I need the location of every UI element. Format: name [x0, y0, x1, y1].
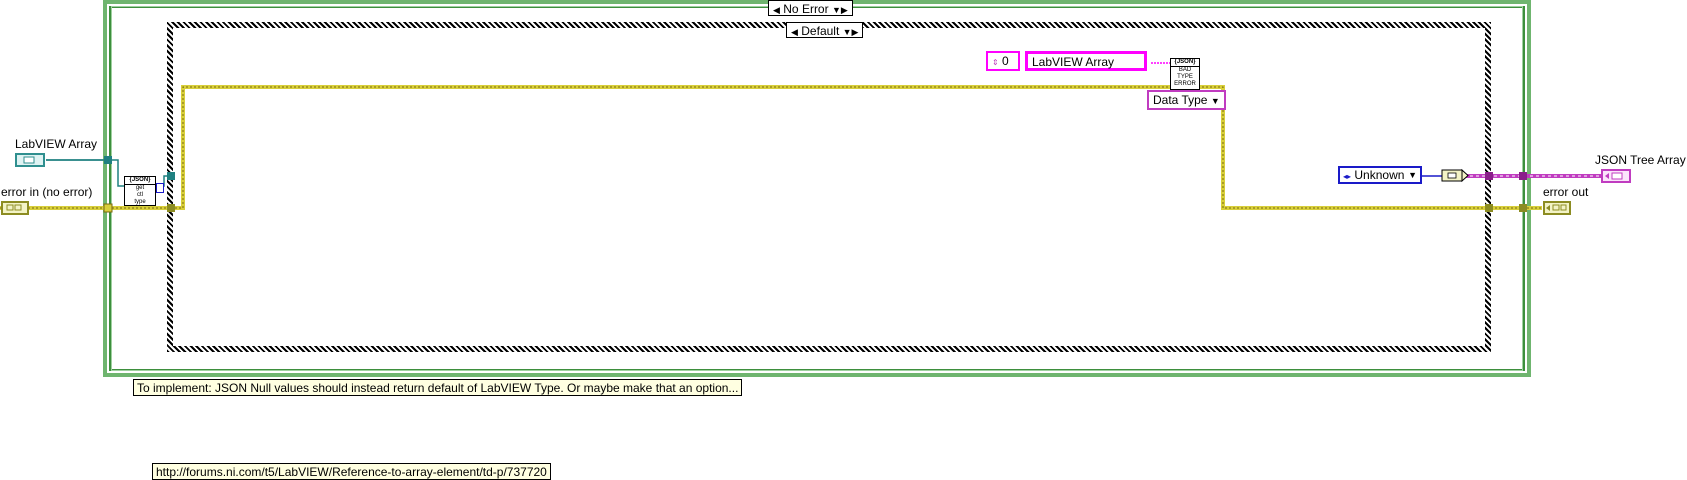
json-tree-array-label: JSON Tree Array — [1595, 153, 1686, 167]
url-comment[interactable]: http://forums.ni.com/t5/LabVIEW/Referenc… — [152, 463, 551, 480]
json-header-icon: {JSON} — [1171, 59, 1199, 67]
data-type-label: Data Type — [1153, 93, 1208, 107]
dropdown-icon[interactable]: ▼▶ — [831, 5, 848, 15]
inner-case-selector-label: Default — [801, 24, 840, 38]
json-tree-array-terminal[interactable] — [1601, 169, 1631, 183]
unknown-enum-constant[interactable]: ◂▸ Unknown ▼ — [1338, 166, 1422, 184]
bad-type-error-subvi[interactable]: {JSON} BAD TYPE ERROR — [1170, 58, 1200, 90]
prev-case-icon[interactable]: ◀ — [791, 27, 798, 37]
string-value: LabVIEW Array — [1032, 55, 1115, 69]
type-output-terminal — [156, 183, 164, 193]
error-in-label: error in (no error) — [1, 185, 93, 199]
array-indicator-icon — [1605, 172, 1623, 180]
dropdown-icon[interactable]: ▼▶ — [842, 27, 859, 37]
error-out-terminal[interactable] — [1543, 201, 1571, 215]
error-cluster-icon — [1546, 204, 1567, 211]
subvi-line: ctl — [137, 192, 143, 198]
inner-case-selector[interactable]: ◀ Default ▼▶ — [786, 22, 864, 38]
outer-case-selector[interactable]: ◀ No Error ▼▶ — [768, 0, 853, 16]
outer-case-selector-label: No Error — [783, 2, 829, 16]
subvi-line: type — [134, 199, 146, 205]
index-stepper-icon[interactable]: ⇕ — [992, 58, 999, 67]
subvi-line: get — [135, 185, 145, 191]
data-type-ring-constant[interactable]: Data Type ▼ — [1147, 90, 1226, 110]
index-constant[interactable]: ⇕ 0 — [986, 51, 1020, 71]
enum-stepper-icon[interactable]: ◂▸ — [1343, 172, 1352, 181]
todo-comment[interactable]: To implement: JSON Null values should in… — [133, 379, 743, 396]
dropdown-icon[interactable]: ▼ — [1408, 170, 1417, 180]
error-in-terminal[interactable] — [1, 201, 29, 215]
labview-array-terminal[interactable] — [15, 153, 45, 167]
prev-case-icon[interactable]: ◀ — [773, 5, 780, 15]
subvi-line: TYPE — [1177, 74, 1193, 80]
labview-array-string-constant[interactable]: LabVIEW Array — [1025, 51, 1147, 71]
subvi-line: ERROR — [1174, 81, 1196, 87]
get-ctl-type-subvi[interactable]: {JSON} get ctl type — [124, 176, 156, 206]
labview-array-label: LabVIEW Array — [15, 137, 98, 151]
json-header-icon: {JSON} — [125, 177, 155, 185]
error-out-label: error out — [1543, 185, 1589, 199]
inner-case-structure[interactable] — [167, 22, 1491, 352]
enum-value: Unknown — [1354, 168, 1405, 182]
error-cluster-icon — [6, 204, 22, 211]
dropdown-icon[interactable]: ▼ — [1210, 96, 1220, 106]
subvi-line: BAD — [1178, 67, 1192, 73]
array-ref-icon — [23, 156, 35, 164]
index-value: 0 — [1002, 54, 1009, 68]
